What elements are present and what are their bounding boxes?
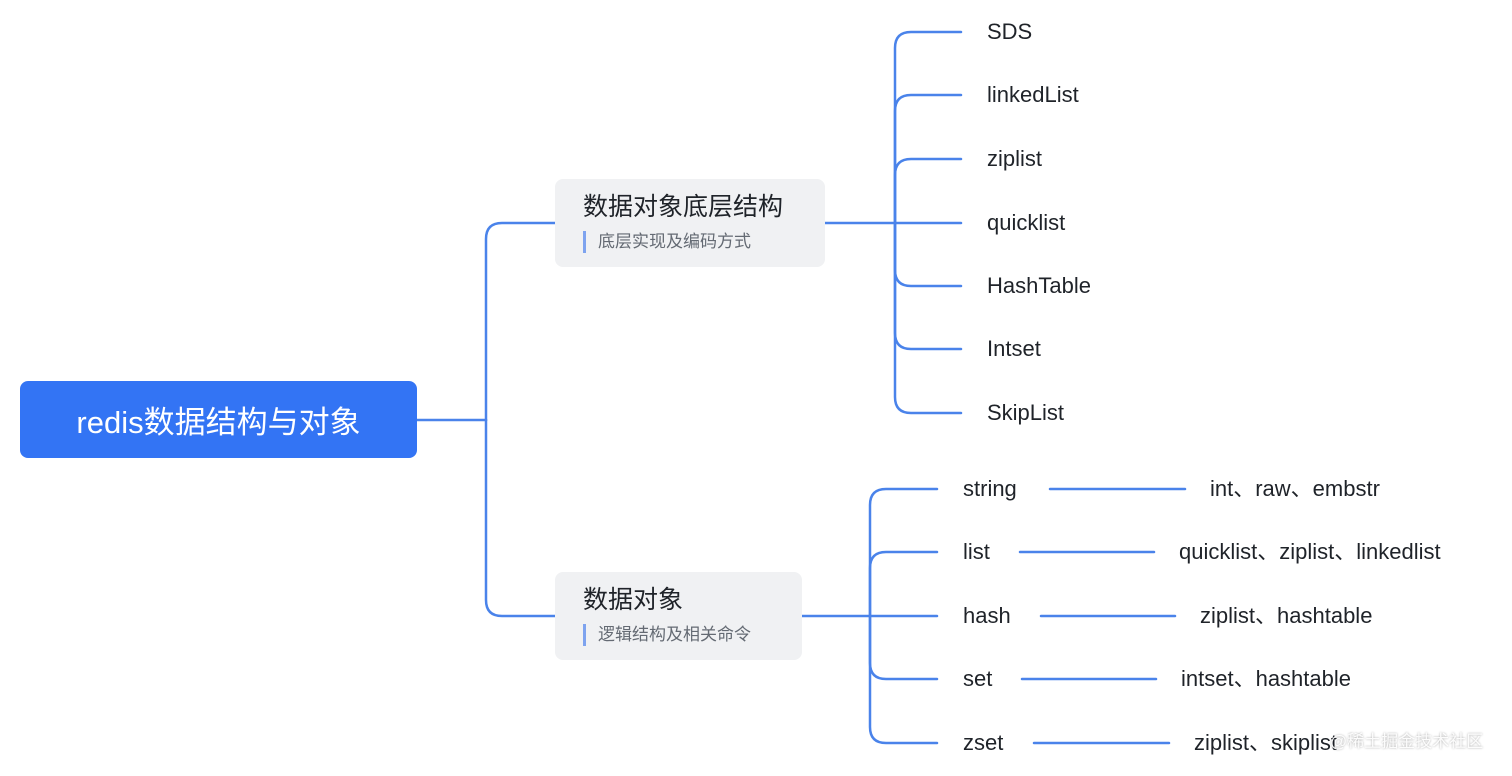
root-node[interactable]: redis数据结构与对象 xyxy=(20,381,417,458)
connector-objects-string xyxy=(868,487,939,618)
connector-root-to-structure xyxy=(484,221,557,422)
leaf-node-sds[interactable]: SDS xyxy=(987,19,1033,44)
branch-note-objects: 逻辑结构及相关命令 xyxy=(583,624,776,646)
branch-note-structure: 底层实现及编码方式 xyxy=(583,231,799,253)
branch-title-structure: 数据对象底层结构 xyxy=(583,193,784,221)
leaf-node-list[interactable]: list xyxy=(963,539,990,564)
connector-root-to-objects xyxy=(484,418,557,618)
leaf-node-linkedlist[interactable]: linkedList xyxy=(987,82,1079,107)
connector-objects-set xyxy=(868,614,939,681)
encoding-node-hash[interactable]: ziplist、hashtable xyxy=(1200,603,1373,628)
branch-node-structure[interactable]: 数据对象底层结构 底层实现及编码方式 xyxy=(555,179,825,267)
leaf-node-quicklist[interactable]: quicklist xyxy=(987,210,1066,235)
leaf-node-hash[interactable]: hash xyxy=(963,603,1011,628)
leaf-node-hashtable[interactable]: HashTable xyxy=(987,273,1091,298)
encoding-node-string[interactable]: int、raw、embstr xyxy=(1210,476,1380,501)
connector-structure-skiplist xyxy=(893,221,963,415)
leaf-node-set[interactable]: set xyxy=(963,666,993,691)
leaf-node-string[interactable]: string xyxy=(963,476,1017,501)
encoding-node-set[interactable]: intset、hashtable xyxy=(1181,666,1351,691)
leaf-node-zset[interactable]: zset xyxy=(963,730,1004,755)
connector-structure-ziplist xyxy=(893,157,963,225)
root-title: redis数据结构与对象 xyxy=(76,405,361,440)
leaf-node-skiplist[interactable]: SkipList xyxy=(987,400,1065,425)
connector-objects-zset xyxy=(868,614,939,745)
leaf-node-ziplist[interactable]: ziplist xyxy=(987,146,1043,171)
connector-structure-sds xyxy=(893,30,963,225)
connector-structure-hashtable xyxy=(893,221,963,288)
branch-node-objects[interactable]: 数据对象 逻辑结构及相关命令 xyxy=(555,572,802,660)
encoding-node-zset[interactable]: ziplist、skiplist xyxy=(1194,730,1338,755)
connector-objects-list xyxy=(868,550,939,618)
branch-title-objects: 数据对象 xyxy=(583,586,684,614)
encoding-node-list[interactable]: quicklist、ziplist、linkedlist xyxy=(1179,539,1441,564)
leaf-node-intset[interactable]: Intset xyxy=(987,336,1041,361)
connector-structure-linkedlist xyxy=(893,93,963,225)
watermark-text: @稀土掘金技术社区 xyxy=(1330,732,1484,751)
